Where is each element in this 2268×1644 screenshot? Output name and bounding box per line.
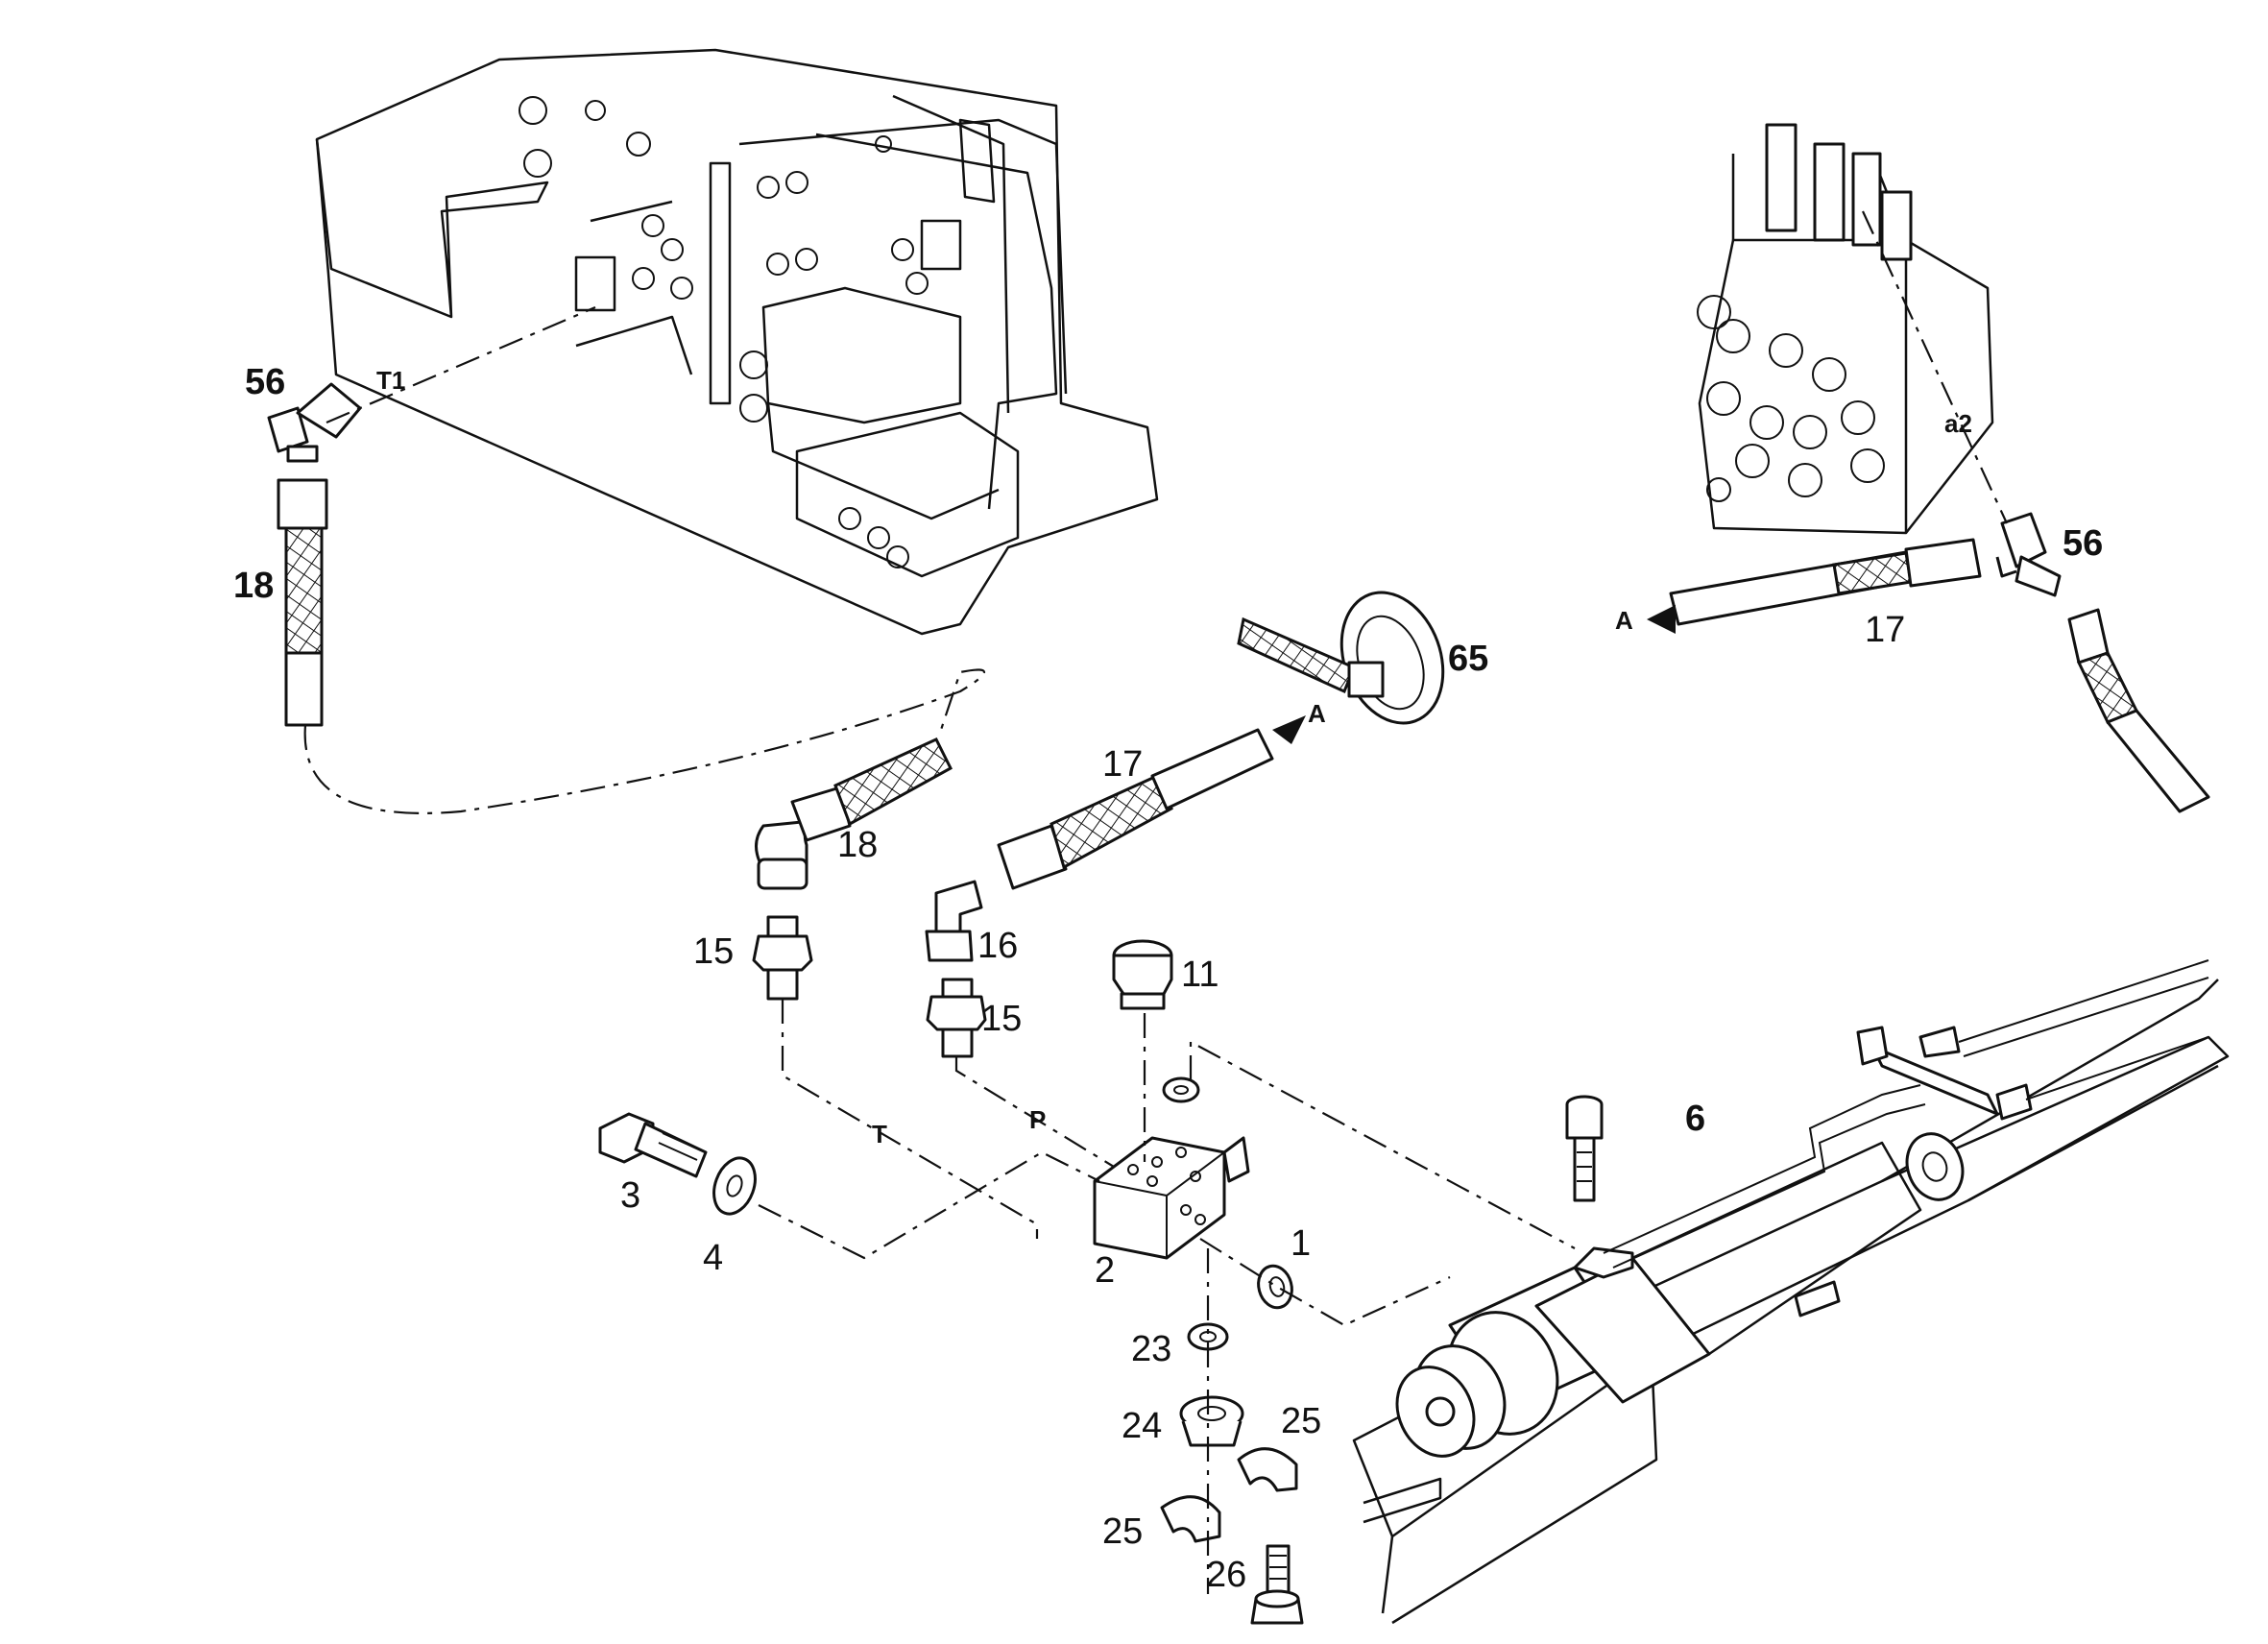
- fitting-15-left: [752, 915, 813, 1001]
- hose-18-right: [2067, 608, 2210, 813]
- label-t1: T1: [376, 366, 405, 395]
- callout-2: 2: [1095, 1250, 1115, 1291]
- cable-tie-65: [1237, 591, 1445, 725]
- callout-56-left: 56: [245, 362, 285, 402]
- callout-25-lower: 25: [1102, 1511, 1143, 1552]
- bolt-26: [1250, 1544, 1304, 1625]
- control-valve-block: [1697, 123, 1994, 535]
- washer-small-11: [1162, 1076, 1200, 1103]
- callout-24: 24: [1122, 1406, 1162, 1446]
- routing-lines: [303, 210, 2008, 1594]
- callout-3: 3: [620, 1175, 640, 1216]
- callout-17-right: 17: [1865, 610, 1905, 650]
- fitting-15-right: [926, 978, 987, 1058]
- clamp-25-upper: [1237, 1447, 1298, 1492]
- callout-15-left: 15: [693, 931, 734, 972]
- callout-23: 23: [1131, 1329, 1171, 1369]
- hose-18-center: [755, 737, 953, 890]
- hose-17-right: [1669, 538, 1982, 626]
- callout-18-lower: 18: [837, 825, 878, 865]
- callout-65: 65: [1448, 639, 1488, 679]
- nut-24: [1179, 1395, 1244, 1447]
- callout-56-right: 56: [2063, 523, 2103, 564]
- fitting-16: [925, 880, 983, 962]
- callout-26: 26: [1206, 1555, 1246, 1595]
- callout-15-right: 15: [981, 999, 1022, 1039]
- callout-4: 4: [703, 1238, 723, 1278]
- line-labels: T1 a2 T P A A: [376, 366, 1972, 1148]
- callout-18-upper: 18: [233, 566, 274, 606]
- callout-6: 6: [1685, 1099, 1705, 1139]
- callouts: 56 56 18 18 17 17 65 15 15 16 11 6 3 4 2…: [233, 362, 2103, 1595]
- valve-block-2: [1093, 1136, 1250, 1260]
- label-p: P: [1029, 1105, 1046, 1134]
- label-a-right: A: [1615, 606, 1633, 635]
- clamp-25-lower: [1160, 1495, 1221, 1543]
- callout-17-center: 17: [1102, 744, 1143, 785]
- right-fitting-56: [1995, 512, 2062, 597]
- capscrew: [1565, 1095, 1604, 1202]
- callout-25-upper: 25: [1281, 1401, 1321, 1441]
- callout-11: 11: [1181, 955, 1218, 995]
- seal-1: [1257, 1264, 1293, 1310]
- boom-and-cylinder: [1352, 959, 2230, 1625]
- hose-18-left: [277, 478, 328, 727]
- callout-16: 16: [977, 926, 1018, 966]
- machine-frame: [315, 48, 1159, 636]
- label-a-center: A: [1308, 699, 1326, 728]
- callout-1: 1: [1291, 1223, 1311, 1264]
- arrow-a-right: [1647, 605, 1676, 634]
- left-fitting-56: [267, 382, 362, 463]
- plug-11: [1112, 939, 1173, 1010]
- label-t: T: [872, 1120, 887, 1148]
- hose-17-center: [997, 715, 1306, 890]
- valve-fittings: [1697, 295, 1885, 502]
- washer-4: [712, 1156, 757, 1216]
- bolt-3: [598, 1112, 708, 1178]
- frame-bolts: [519, 96, 929, 568]
- label-a2: a2: [1944, 409, 1972, 438]
